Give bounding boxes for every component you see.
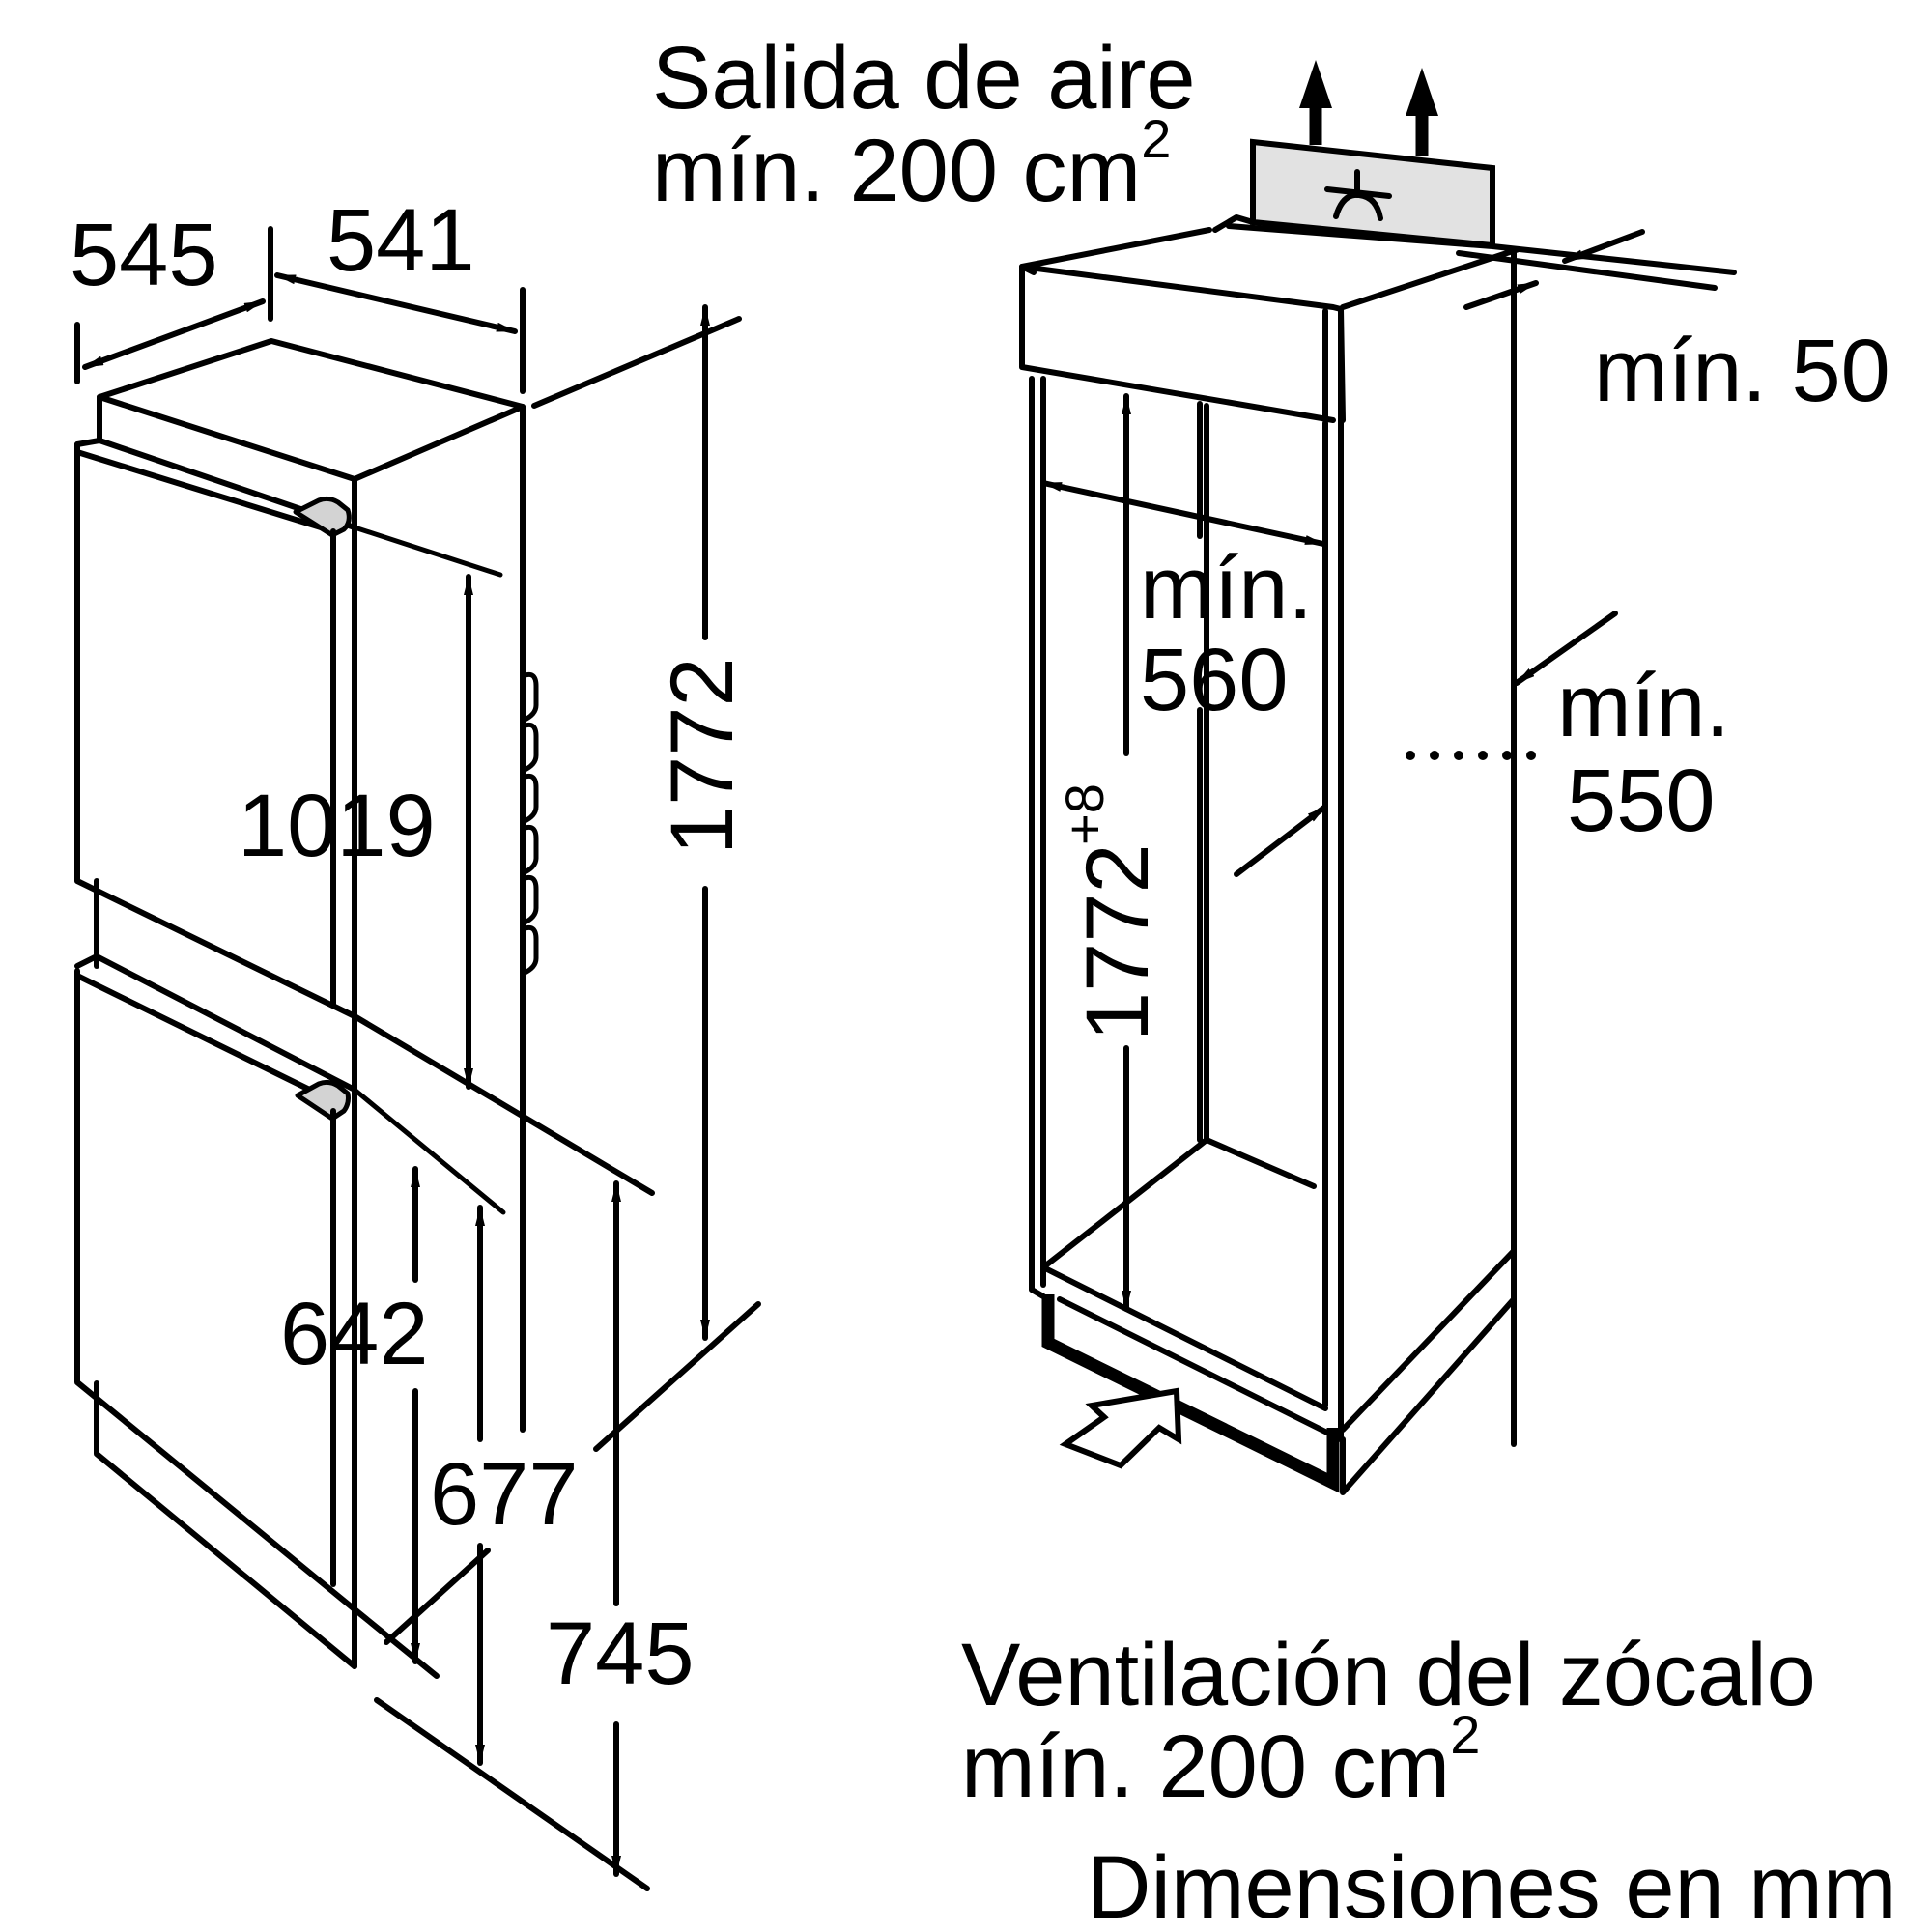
niche-height-value: 1772 bbox=[1068, 843, 1167, 1041]
niche-width-value: 560 bbox=[1140, 631, 1289, 729]
niche-depth-prefix: mín. bbox=[1557, 657, 1730, 755]
plinth-vent-note: Ventilación del zócalo mín. 200 cm2 bbox=[961, 1626, 1816, 1816]
lower-door-label: 642 bbox=[280, 1285, 429, 1383]
air-outlet-area: mín. 200 cm2 bbox=[652, 108, 1171, 220]
air-in-arrow-icon bbox=[1059, 1387, 1182, 1469]
top-gap-label: mín. 50 bbox=[1594, 322, 1890, 420]
dimension-top-gap: mín. 50 bbox=[1463, 229, 1890, 420]
dotted-leader bbox=[1406, 751, 1536, 760]
depth-label: 541 bbox=[327, 191, 475, 290]
dimension-lower-hinge: 677 bbox=[430, 1205, 579, 1766]
dimension-divider: 745 bbox=[546, 1180, 695, 1877]
niche-drawing bbox=[1019, 60, 1737, 1495]
side-hinges bbox=[520, 671, 539, 977]
dimension-niche-width: mín. 560 bbox=[1040, 401, 1326, 1143]
width-label: 545 bbox=[70, 206, 218, 304]
fan-icon bbox=[1324, 169, 1392, 221]
lower-door bbox=[74, 968, 506, 1679]
divider-block bbox=[74, 878, 655, 1196]
air-out-arrows bbox=[1299, 60, 1438, 156]
plinth-vent-title: Ventilación del zócalo bbox=[961, 1626, 1816, 1724]
upper-door bbox=[74, 438, 503, 1019]
lower-hinge-label: 677 bbox=[430, 1445, 579, 1544]
niche-height-tolerance: +8 bbox=[1054, 783, 1115, 845]
dimension-niche-depth: mín. 550 bbox=[1234, 611, 1730, 877]
dimension-niche-height: 1772 +8 bbox=[1054, 393, 1167, 1312]
upper-door-label: 1019 bbox=[238, 777, 436, 875]
air-outlet-title: Salida de aire bbox=[652, 29, 1196, 128]
appliance-drawing bbox=[74, 316, 761, 1891]
dimension-depth: 541 bbox=[274, 191, 526, 394]
total-height-label: 1772 bbox=[653, 657, 752, 855]
niche-width-prefix: mín. bbox=[1140, 539, 1313, 638]
dimension-total-height: 1772 bbox=[653, 304, 752, 1341]
units-note: Dimensiones en mm bbox=[1087, 1838, 1897, 1932]
plinth-vent-area: mín. 200 cm2 bbox=[961, 1704, 1480, 1816]
dimension-width: 545 bbox=[70, 206, 273, 384]
upper-door-handle bbox=[293, 496, 352, 538]
niche-depth-value: 550 bbox=[1567, 752, 1716, 850]
divider-height-label: 745 bbox=[546, 1605, 695, 1703]
dimension-lower-door: 642 bbox=[280, 1166, 429, 1664]
air-outlet-note: Salida de aire mín. 200 cm2 bbox=[652, 29, 1196, 220]
dimension-upper-door: 1019 bbox=[238, 574, 473, 1090]
